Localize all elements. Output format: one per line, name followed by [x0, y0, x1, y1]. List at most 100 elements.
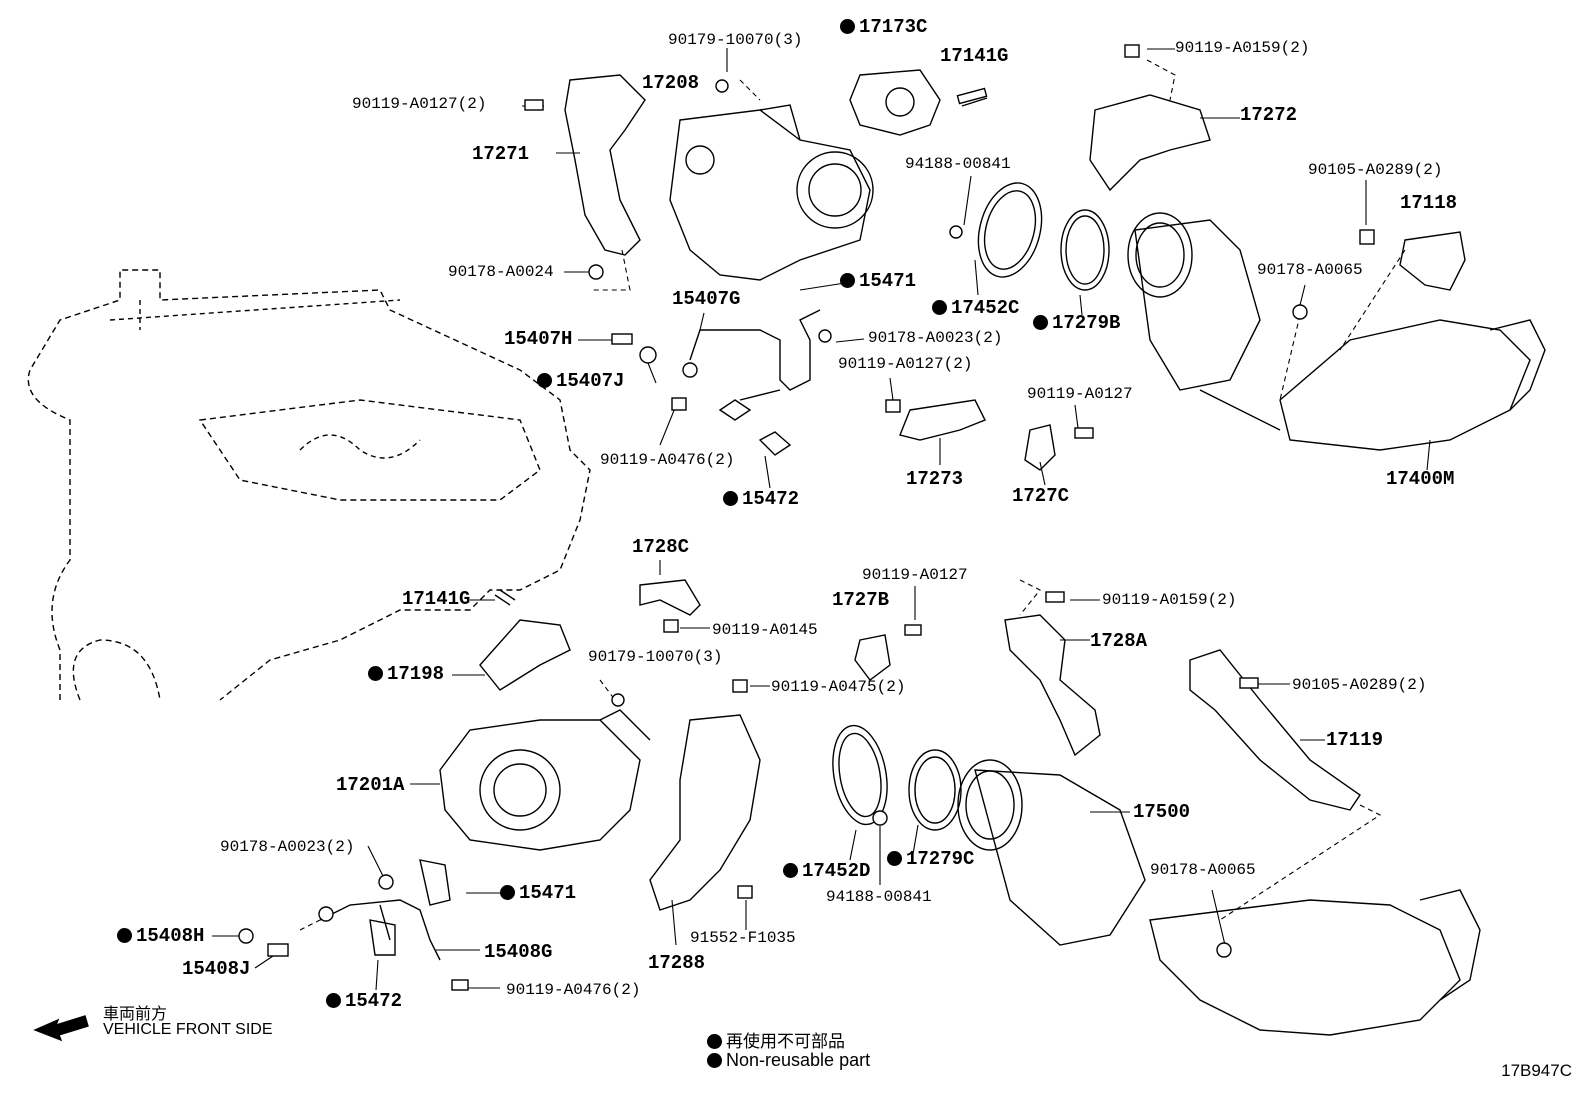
part-label-15471-low: 15471	[500, 884, 576, 903]
part-label-90119-A0159-low: 90119-A0159(2)	[1102, 592, 1236, 608]
non-reusable-dot-icon	[932, 300, 947, 315]
part-label-17198: 17198	[368, 665, 444, 684]
part-label-15472-low: 15472	[326, 992, 402, 1011]
part-label-90179-10070-top: 90179-10070(3)	[668, 32, 802, 48]
part-number: 15408J	[182, 958, 251, 980]
converter-17400M	[1127, 212, 1546, 451]
part-label-17452D: 17452D	[783, 862, 870, 881]
part-number: 15472	[742, 488, 800, 510]
part-number: 17119	[1326, 729, 1384, 751]
legend-jp: 再使用不可部品	[707, 1027, 845, 1052]
part-label-17273: 17273	[906, 470, 963, 489]
part-label-17279C: 17279C	[887, 850, 974, 869]
part-label-90178-A0024: 90178-A0024	[448, 264, 554, 280]
part-label-1727C: 1727C	[1012, 487, 1069, 506]
part-number: 90179-10070(3)	[588, 648, 723, 666]
part-number: 15408G	[484, 941, 553, 963]
non-reusable-dot-icon	[840, 273, 855, 288]
part-label-90178-A0023-top: 90178-A0023(2)	[868, 330, 1002, 346]
part-label-17119: 17119	[1326, 731, 1383, 750]
part-label-17173C: 17173C	[840, 18, 927, 37]
part-label-94188-00841-top: 94188-00841	[905, 156, 1011, 172]
part-label-90119-A0476-top: 90119-A0476(2)	[600, 452, 734, 468]
bracket-1728C	[639, 579, 701, 616]
non-reusable-dot-icon	[1033, 315, 1048, 330]
part-label-90119-A0145: 90119-A0145	[712, 622, 818, 638]
non-reusable-dot-icon	[326, 993, 341, 1008]
part-number: 15407G	[672, 288, 741, 310]
heat-insulator-17288	[649, 714, 761, 911]
bracket-1727C	[1024, 424, 1056, 471]
part-number: 1727B	[832, 589, 890, 611]
bracket-1727B	[854, 634, 891, 681]
non-reusable-dot-icon	[117, 928, 132, 943]
non-reusable-dot-icon	[368, 666, 383, 681]
gasket-17279B	[1060, 209, 1110, 291]
diagram-code: 17B947C	[1501, 1061, 1572, 1080]
part-number: 90178-A0024	[448, 263, 554, 281]
part-number: 90119-A0476(2)	[506, 981, 641, 999]
part-label-17500: 17500	[1133, 803, 1190, 822]
part-number: 15472	[345, 990, 403, 1012]
part-label-90105-A0289-top: 90105-A0289(2)	[1308, 162, 1442, 178]
part-number: 17288	[648, 952, 706, 974]
part-label-90178-A0065-top: 90178-A0065	[1257, 262, 1363, 278]
turbocharger-lower	[439, 709, 651, 851]
part-label-15407H: 15407H	[504, 330, 572, 349]
part-label-90119-A0475: 90119-A0475(2)	[771, 679, 905, 695]
part-label-90119-A0127-mid: 90119-A0127	[1027, 386, 1133, 402]
insulator-1728A	[1004, 614, 1101, 757]
clamp-17452C	[977, 182, 1043, 278]
part-number: 17452D	[802, 860, 871, 882]
part-number: 17201A	[336, 774, 405, 796]
part-label-17208: 17208	[642, 74, 699, 93]
direction-arrow-icon	[33, 1015, 89, 1042]
part-number: 90119-A0127	[862, 566, 968, 584]
non-reusable-dot-icon	[537, 373, 552, 388]
part-number: 15471	[519, 882, 577, 904]
legend-en-text: Non-reusable part	[726, 1050, 871, 1070]
part-number: 90119-A0476(2)	[600, 451, 735, 469]
part-number: 1727C	[1012, 485, 1070, 507]
part-label-90179-10070-low: 90179-10070(3)	[588, 649, 722, 665]
gasket-17173C	[849, 69, 941, 136]
part-number: 17141G	[402, 588, 471, 610]
part-number: 17141G	[940, 45, 1009, 67]
part-number: 15407J	[556, 370, 625, 392]
part-number: 17273	[906, 468, 964, 490]
part-label-90105-A0289-low: 90105-A0289(2)	[1292, 677, 1426, 693]
heat-insulator-17271	[564, 74, 646, 256]
legend-en: Non-reusable part	[707, 1050, 870, 1071]
part-label-91552-F1035: 91552-F1035	[690, 930, 796, 946]
part-label-17271: 17271	[472, 145, 529, 164]
bracket-17273	[899, 399, 986, 441]
part-label-17288: 17288	[648, 954, 705, 973]
non-reusable-dot-icon	[723, 491, 738, 506]
part-number: 90179-10070(3)	[668, 31, 803, 49]
legend-jp-text: 再使用不可部品	[726, 1032, 845, 1052]
part-number: 94188-00841	[905, 155, 1011, 173]
part-number: 17500	[1133, 801, 1191, 823]
part-number: 91552-F1035	[690, 929, 796, 947]
part-label-17201A: 17201A	[336, 776, 404, 795]
part-number: 90178-A0023(2)	[220, 838, 355, 856]
part-label-90119-A0127-2-mid: 90119-A0127(2)	[838, 356, 972, 372]
part-label-17452C: 17452C	[932, 299, 1019, 318]
part-label-94188-00841-low: 94188-00841	[826, 889, 932, 905]
part-number: 17271	[472, 143, 530, 165]
part-label-17272: 17272	[1240, 106, 1297, 125]
part-label-17279B: 17279B	[1033, 314, 1120, 333]
part-number: 90178-A0065	[1257, 261, 1363, 279]
engine-block-outline	[27, 269, 591, 701]
part-label-17141G-top: 17141G	[940, 47, 1008, 66]
part-label-90178-A0065-low: 90178-A0065	[1150, 862, 1256, 878]
part-label-17400M: 17400M	[1386, 470, 1454, 489]
part-number: 90119-A0159(2)	[1175, 39, 1310, 57]
non-reusable-dot-icon	[840, 19, 855, 34]
bracket-17118	[1399, 231, 1466, 291]
part-number: 90178-A0065	[1150, 861, 1256, 879]
part-number: 15471	[859, 270, 917, 292]
direction-jp: 車両前方	[103, 1004, 168, 1023]
part-label-15408J: 15408J	[182, 960, 250, 979]
part-label-15407J: 15407J	[537, 372, 624, 391]
